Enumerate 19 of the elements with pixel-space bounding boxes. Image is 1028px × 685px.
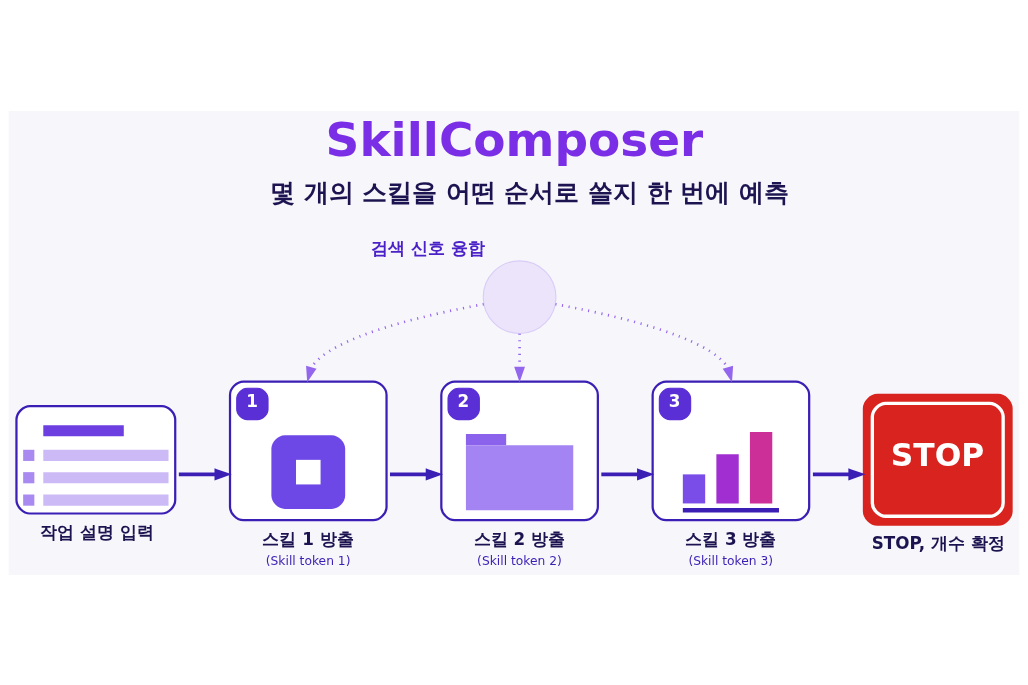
node-label: STOP, 개수 확정: [871, 532, 1005, 553]
node-label: 스킬 2 방출: [473, 528, 566, 549]
node-label: 작업 설명 입력: [39, 521, 154, 542]
arrow: [812, 467, 866, 480]
node-label: (Skill token 2): [477, 553, 562, 568]
arrow: [390, 467, 443, 480]
node-label: (Skill token 1): [265, 553, 351, 568]
node-circle: [482, 259, 557, 334]
arrow: [514, 333, 525, 382]
arrow: [306, 302, 484, 382]
node-label: 검색 신호 융합: [371, 237, 486, 258]
node-label: (Skill token 3): [688, 553, 774, 568]
arrow: [601, 467, 655, 480]
node-label: 스킬 1 방출: [262, 528, 354, 549]
label: 몇 개의 스킬을 어떤 순서로 쓸지 한 번에 예측: [270, 177, 789, 207]
node-label: 스킬 3 방출: [685, 528, 777, 549]
arrow: [555, 302, 734, 382]
arrow: [178, 467, 232, 480]
diagram-title: SkillComposer: [325, 111, 704, 167]
